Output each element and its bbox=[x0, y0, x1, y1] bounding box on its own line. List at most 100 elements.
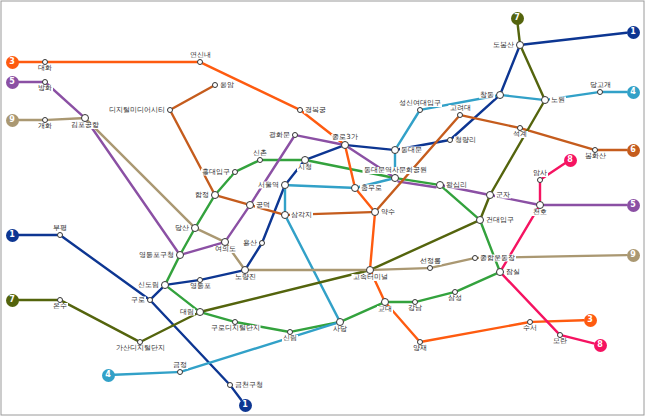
station-dot: 당산 bbox=[191, 224, 199, 232]
station-name: 모란 bbox=[552, 338, 568, 345]
station-name: 광화문 bbox=[268, 132, 291, 139]
line-segment bbox=[481, 224, 498, 269]
line-badge: 9 bbox=[627, 249, 640, 262]
line-segment bbox=[463, 116, 517, 128]
line-segment bbox=[203, 63, 298, 108]
line-segment bbox=[48, 118, 81, 120]
line-segment bbox=[182, 232, 193, 252]
station-dot: 영등포 bbox=[197, 277, 203, 283]
line-badge: 1 bbox=[627, 26, 640, 39]
station-dot: 온수 bbox=[57, 297, 63, 303]
line-segment bbox=[171, 113, 213, 192]
line-segment bbox=[19, 119, 43, 121]
line-badge: 5 bbox=[6, 76, 19, 89]
station-name: 고려대 bbox=[449, 105, 472, 112]
station-dot: 종합운동장 bbox=[472, 255, 478, 261]
line-segment bbox=[238, 161, 258, 170]
station-dot: 신촌 bbox=[257, 157, 263, 163]
line-badge: 4 bbox=[627, 86, 640, 99]
station-name: 경복궁 bbox=[304, 107, 327, 114]
line-segment bbox=[252, 138, 293, 202]
line-badge: 3 bbox=[584, 314, 597, 327]
line-segment bbox=[504, 95, 541, 99]
line-segment bbox=[183, 323, 336, 371]
line-segment bbox=[533, 320, 584, 322]
station-name: 금천구청 bbox=[234, 382, 264, 389]
line-segment bbox=[218, 174, 233, 192]
line-segment bbox=[344, 304, 382, 321]
line-segment bbox=[603, 91, 627, 93]
line-segment bbox=[374, 268, 427, 270]
line-segment bbox=[173, 87, 213, 109]
station-dot: 천호 bbox=[536, 201, 544, 209]
station-dot: 봉화산 bbox=[592, 147, 598, 153]
line-segment bbox=[598, 149, 627, 151]
line-segment bbox=[503, 275, 558, 333]
line-segment bbox=[204, 271, 366, 311]
line-segment bbox=[358, 191, 373, 209]
station-dot: 건대입구 bbox=[476, 216, 484, 224]
station-name: 개화 bbox=[37, 123, 53, 130]
station-name: 시청 bbox=[297, 164, 313, 171]
line-number: 1 bbox=[242, 401, 248, 409]
line-segment bbox=[502, 49, 519, 92]
station-name: 연신내 bbox=[189, 52, 212, 59]
station-name: 김포공항 bbox=[70, 122, 100, 129]
line-segment bbox=[232, 387, 241, 399]
station-dot: 암사 bbox=[537, 177, 543, 183]
station-name: 교대 bbox=[377, 306, 393, 313]
line-segment bbox=[167, 259, 178, 282]
station-dot: 왕십리 bbox=[436, 181, 444, 189]
line-number: 8 bbox=[567, 156, 573, 164]
station-dot: 석계 bbox=[517, 125, 523, 131]
line-segment bbox=[284, 189, 286, 211]
station-name: 신도림 bbox=[137, 282, 160, 289]
line-number: 5 bbox=[9, 78, 15, 86]
station-dot: 청량리 bbox=[447, 137, 453, 143]
station-name: 방화 bbox=[37, 85, 53, 92]
line-badge: 3 bbox=[6, 56, 19, 69]
station-dot: 성신여대입구 bbox=[417, 107, 423, 113]
station-name: 서울역 bbox=[257, 182, 280, 189]
station-dot: 대화 bbox=[42, 59, 48, 65]
station-name: 신림 bbox=[282, 335, 298, 342]
station-dot: 구로 bbox=[147, 297, 153, 303]
station-name: 노원 bbox=[550, 97, 566, 104]
line-number: 7 bbox=[9, 296, 15, 304]
station-dot: 삼각지 bbox=[281, 211, 289, 219]
station-dot: 방화 bbox=[42, 79, 48, 85]
station-dot: 가산디지털단지 bbox=[137, 339, 143, 345]
line-badge: 8 bbox=[594, 339, 607, 352]
station-name: 디지털미디어시티 bbox=[108, 107, 166, 114]
station-dot: 대림 bbox=[196, 308, 204, 316]
station-name: 동대문 bbox=[400, 147, 423, 154]
line-segment bbox=[247, 246, 260, 267]
station-name: 동대문역사문화공원 bbox=[363, 167, 428, 174]
line-segment bbox=[492, 104, 543, 192]
line-segment bbox=[19, 81, 43, 83]
line-number: 9 bbox=[9, 116, 15, 124]
line-number: 7 bbox=[514, 14, 520, 22]
station-dot: 개화 bbox=[42, 117, 48, 123]
station-dot: 사당 bbox=[336, 318, 344, 326]
station-dot: 교대 bbox=[381, 298, 389, 306]
station-name: 삼각지 bbox=[290, 212, 313, 219]
station-dot: 종로3가 bbox=[341, 141, 349, 149]
station-dot: 금천구청 bbox=[227, 382, 233, 388]
line-number: 3 bbox=[587, 316, 593, 324]
line-segment bbox=[524, 33, 627, 45]
station-name: 청량리 bbox=[454, 137, 477, 144]
line-segment bbox=[539, 183, 541, 201]
station-dot: 고려대 bbox=[457, 112, 463, 118]
station-name: 온수 bbox=[52, 303, 68, 310]
station-name: 가산디지털단지 bbox=[115, 345, 166, 352]
station-dot: 고속터미널 bbox=[366, 266, 374, 274]
line-segment bbox=[458, 274, 497, 291]
line-badge: 1 bbox=[6, 229, 19, 242]
station-name: 봉화산 bbox=[584, 153, 607, 160]
line-segment bbox=[397, 113, 418, 147]
station-name: 종합운동장 bbox=[479, 255, 516, 262]
line-segment bbox=[423, 323, 527, 342]
station-name: 금정 bbox=[172, 362, 188, 369]
line-segment bbox=[346, 149, 354, 184]
